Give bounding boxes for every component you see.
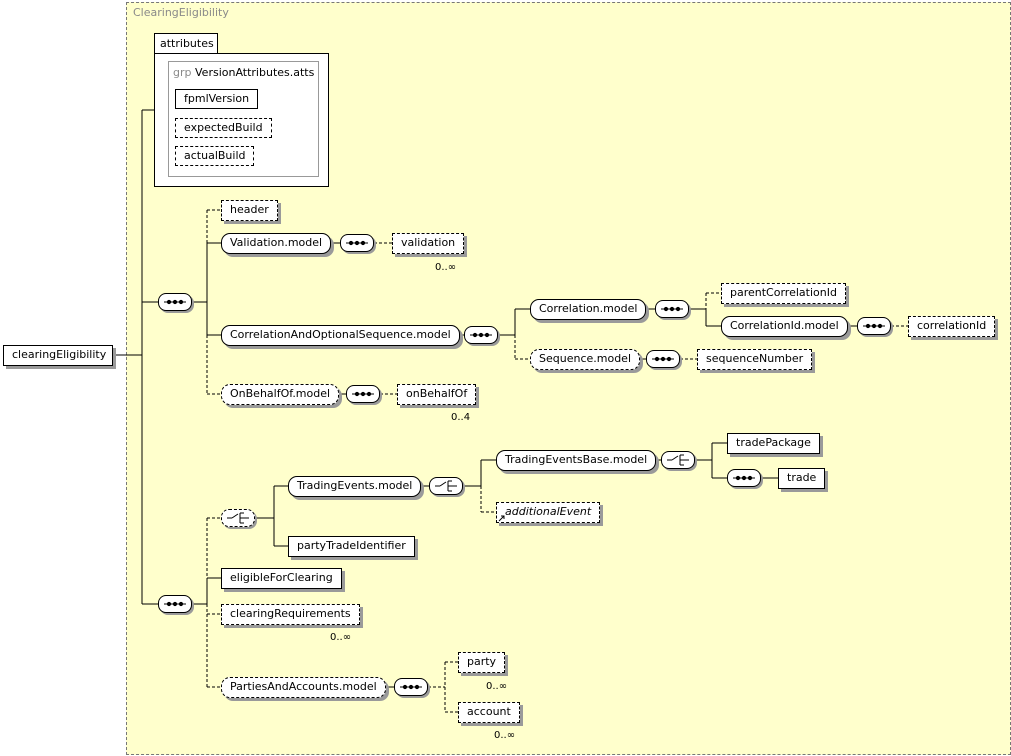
attr-actual-build[interactable]: actualBuild: [175, 146, 255, 166]
on-behalf-of-element[interactable]: onBehalfOf: [397, 384, 477, 405]
attr-expected-build[interactable]: expectedBuild: [175, 118, 272, 138]
trade-package-element[interactable]: tradePackage: [727, 433, 820, 454]
attributes-tab: attributes: [154, 33, 218, 53]
on-behalf-of-occurrence: 0..4: [451, 412, 471, 423]
correlation-id-element[interactable]: correlationId: [908, 316, 996, 337]
party-element[interactable]: party: [458, 652, 506, 673]
header-element[interactable]: header: [221, 200, 278, 221]
trading-events-model-group[interactable]: TradingEvents.model: [288, 476, 422, 497]
eligible-for-clearing-element[interactable]: eligibleForClearing: [221, 568, 342, 589]
validation-element[interactable]: validation: [392, 233, 465, 254]
trade-element[interactable]: trade: [778, 468, 826, 489]
validation-occurrence: 0..∞: [435, 262, 457, 273]
correlation-optional-sequence-model[interactable]: CorrelationAndOptionalSequence.model: [221, 325, 460, 346]
additional-event-element[interactable]: additionalEvent: [496, 502, 601, 523]
trading-events-base-model-group[interactable]: TradingEventsBase.model: [496, 450, 657, 471]
sequence-number-element[interactable]: sequenceNumber: [697, 349, 813, 370]
sequence-model-group[interactable]: Sequence.model: [530, 349, 641, 370]
parties-and-accounts-model-group[interactable]: PartiesAndAccounts.model: [221, 677, 386, 698]
on-behalf-of-model-group[interactable]: OnBehalfOf.model: [221, 384, 340, 405]
correlation-id-model-group[interactable]: CorrelationId.model: [721, 316, 848, 337]
account-element[interactable]: account: [458, 702, 520, 723]
party-trade-identifier-element[interactable]: partyTradeIdentifier: [288, 536, 415, 557]
attr-fpml-version[interactable]: fpmlVersion: [175, 89, 259, 109]
choice-compositor-1: [221, 509, 255, 527]
group-keyword: grp: [173, 66, 192, 79]
clearing-requirements-element[interactable]: clearingRequirements: [221, 604, 360, 625]
root-element[interactable]: clearingEligibility: [3, 345, 113, 366]
correlation-model-group[interactable]: Correlation.model: [530, 299, 647, 320]
trading-events-base-choice-compositor: [661, 451, 695, 469]
diagram-title: ClearingEligibility: [133, 6, 229, 19]
party-occurrence: 0..∞: [486, 681, 508, 692]
reference-arrow-icon: [498, 515, 505, 522]
validation-model-group[interactable]: Validation.model: [221, 233, 332, 254]
account-occurrence: 0..∞: [494, 730, 516, 741]
attribute-group-label: grp VersionAttributes.atts: [173, 66, 314, 79]
group-name: VersionAttributes.atts: [195, 66, 315, 79]
parent-correlation-id-element[interactable]: parentCorrelationId: [721, 283, 846, 304]
trading-events-choice-compositor: [429, 477, 463, 495]
clearing-requirements-occurrence: 0..∞: [330, 632, 352, 643]
